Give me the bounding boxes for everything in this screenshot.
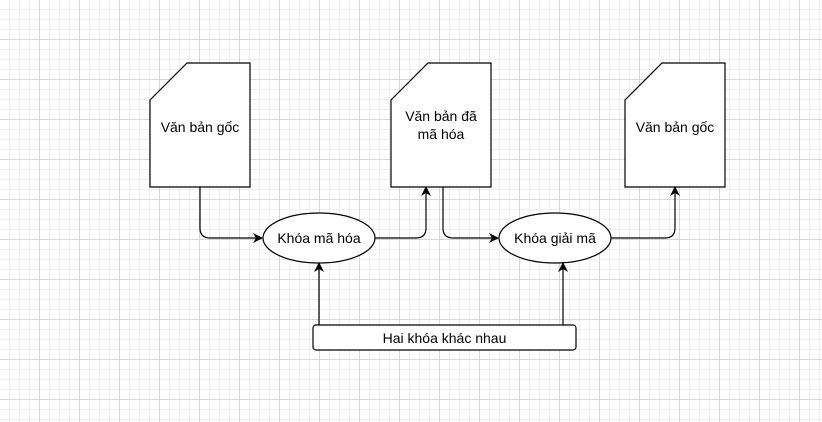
keys-box-label: Hai khóa khác nhau [382,330,507,346]
doc-middle-label-line2: mã hóa [417,126,465,142]
arrow-decrypt-to-original [611,186,680,239]
doc-middle-label-line1: Văn bản đã [405,108,477,124]
document-original-right[interactable] [624,62,726,188]
document-original-left[interactable] [149,62,251,188]
decrypt-key-label: Khóa giải mã [514,230,596,246]
arrow-encrypted-to-decrypt [442,187,499,243]
keys-box[interactable] [312,324,577,351]
encrypt-key-label: Khóa mã hóa [277,230,361,246]
arrow-original-to-encrypt [199,187,263,243]
document-encrypted[interactable] [390,62,492,188]
doc-left-label: Văn bản gốc [160,119,240,135]
doc-right-label: Văn bản gốc [635,119,715,135]
arrow-encrypt-to-encrypted [375,186,431,239]
